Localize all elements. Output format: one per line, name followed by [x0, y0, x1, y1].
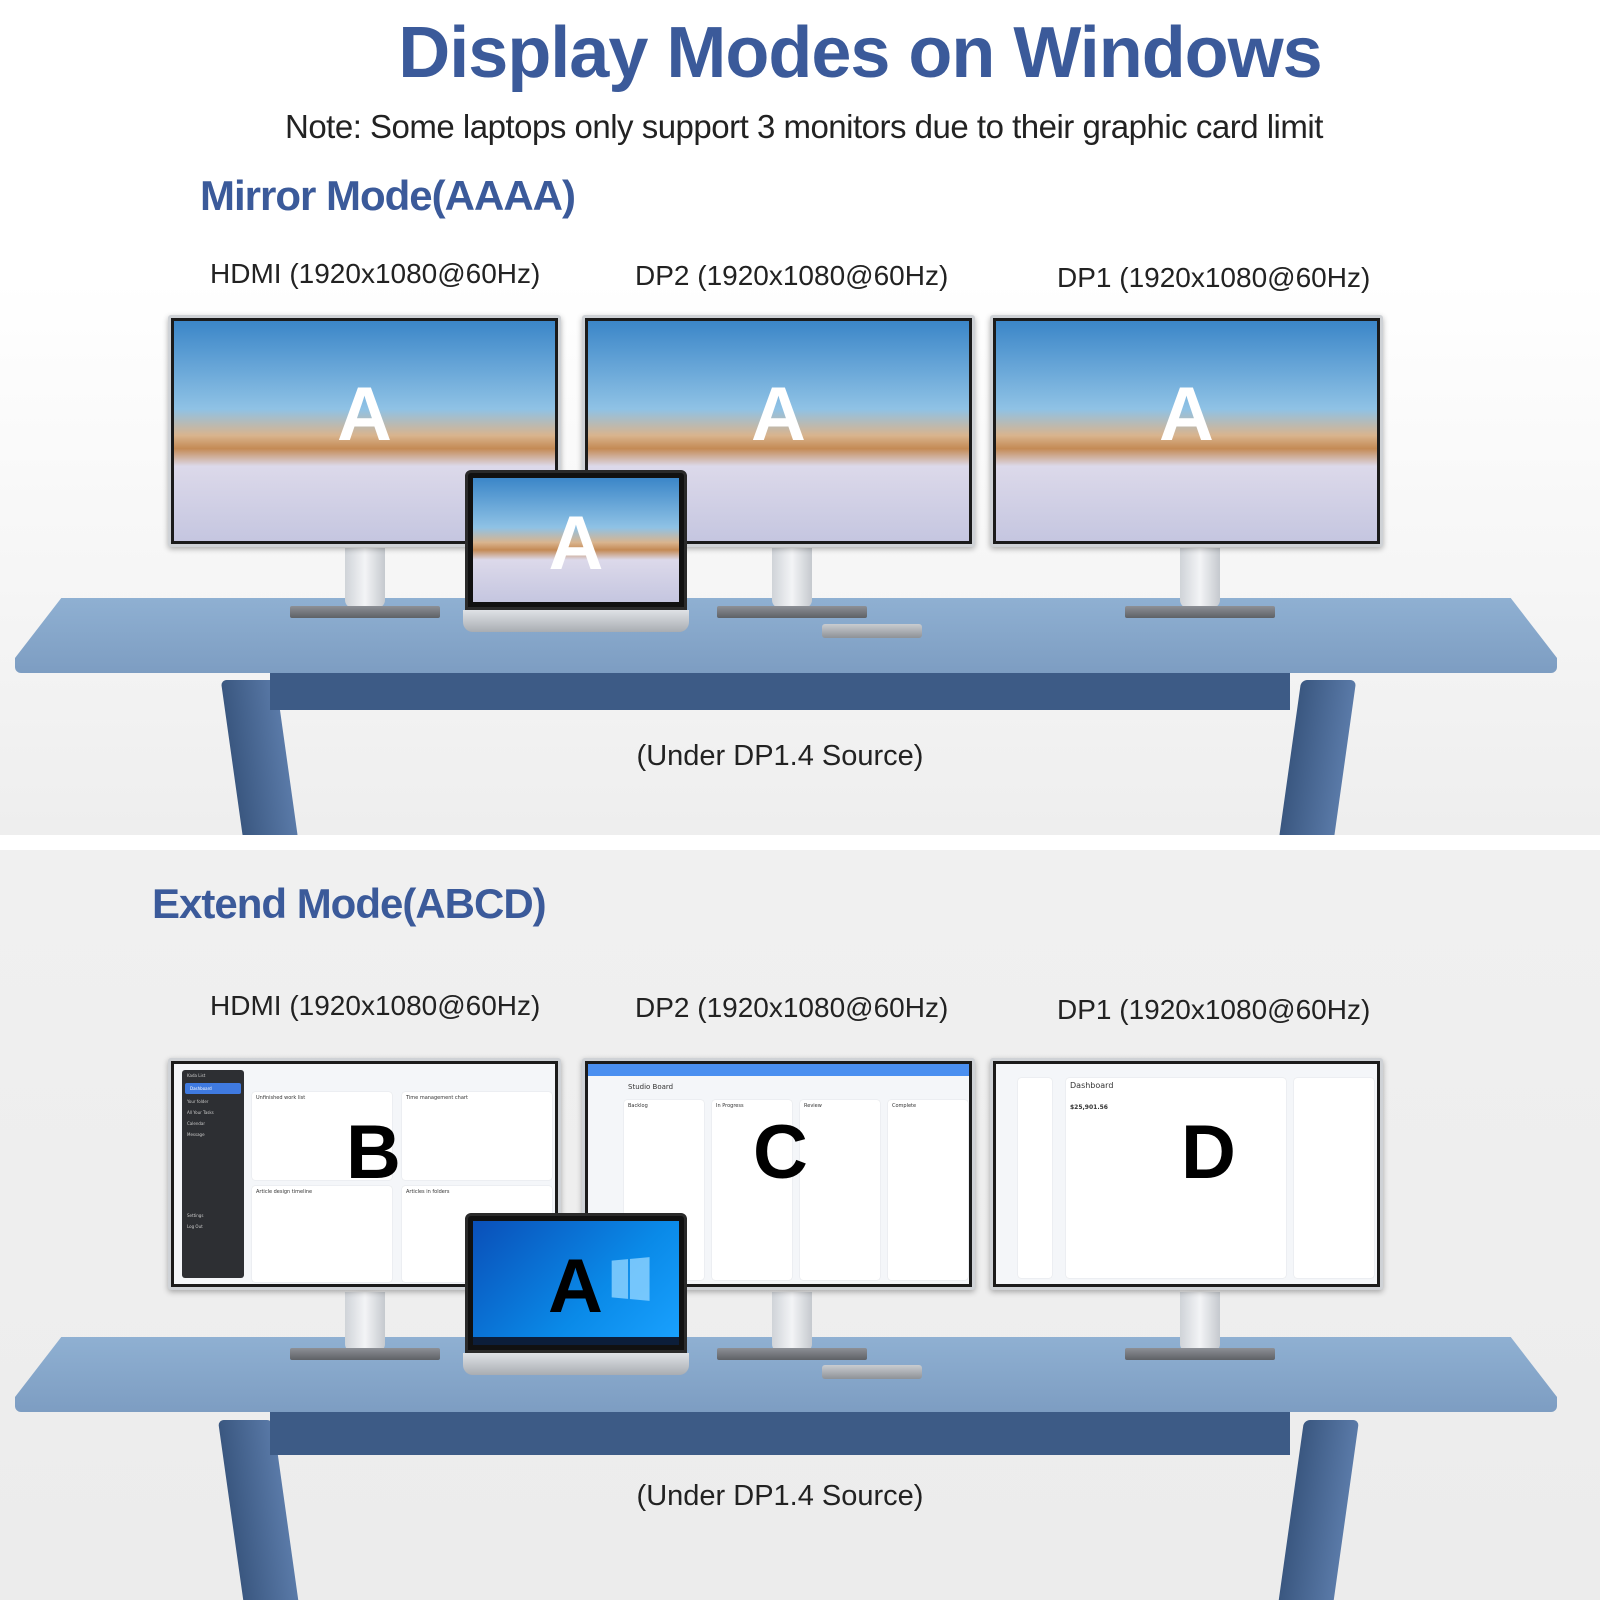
mirror-mode-heading: Mirror Mode(AAAA): [200, 172, 576, 219]
note: Note: Some laptops only support 3 monito…: [285, 108, 1323, 145]
board-column: Review: [800, 1100, 880, 1280]
dashboard-title: Dashboard: [1070, 1081, 1114, 1090]
taskbar: [473, 1337, 679, 1345]
app-name: Kada List: [187, 1073, 206, 1078]
nav-item: Settings: [187, 1213, 204, 1218]
monitor-stand: [345, 1292, 385, 1352]
screen-letter: A: [1159, 372, 1214, 457]
laptop-base: [463, 610, 689, 632]
extend-mode-heading: Extend Mode(ABCD): [152, 880, 547, 927]
nav-item: Log Out: [187, 1224, 203, 1229]
board-title: Studio Board: [628, 1083, 674, 1091]
people-panel: [1294, 1078, 1374, 1278]
nav-item: Calendar: [187, 1121, 205, 1126]
port-label-hdmi: HDMI (1920x1080@60Hz): [210, 258, 541, 289]
monitor-base: [1125, 1348, 1275, 1360]
source-note: (Under DP1.4 Source): [636, 1480, 924, 1512]
port-label-dp2: DP2 (1920x1080@60Hz): [635, 260, 949, 291]
monitor-stand: [772, 1292, 812, 1352]
monitor-base: [1125, 606, 1275, 618]
laptop-screen: A: [465, 1213, 687, 1353]
monitor-base: [717, 606, 867, 618]
monitor-base: [290, 1348, 440, 1360]
page-title: Display Modes on Windows: [398, 13, 1322, 93]
screen-letter: A: [751, 372, 806, 457]
nav-item: All Your Tasks: [187, 1110, 214, 1115]
extend-mode-section: Extend Mode(ABCD) HDMI (1920x1080@60Hz) …: [0, 850, 1600, 1600]
screen-letter: A: [548, 501, 604, 586]
card: Time management chart: [402, 1092, 552, 1180]
app-header: [588, 1064, 969, 1076]
app-sidebar: Kada List Dashboard Your folder All Your…: [182, 1070, 244, 1278]
desk-frame: [270, 1410, 1290, 1455]
screen-letter: A: [337, 372, 392, 457]
laptop-base: [463, 1353, 689, 1375]
board-column: In Progress: [712, 1100, 792, 1280]
monitor-stand: [1180, 548, 1220, 608]
dashboard-amount: $25,901.56: [1070, 1104, 1108, 1111]
app-sidebar: [1018, 1078, 1052, 1278]
usb-hub: [822, 624, 922, 638]
port-label-dp1: DP1 (1920x1080@60Hz): [1057, 262, 1371, 293]
mirror-mode-section: Display Modes on Windows Note: Some lapt…: [0, 0, 1600, 835]
card: Unfinished work list: [252, 1092, 392, 1180]
usb-hub: [822, 1365, 922, 1379]
port-label-dp1: DP1 (1920x1080@60Hz): [1057, 994, 1371, 1025]
windows-logo-icon: [611, 1257, 650, 1301]
nav-item: Message: [187, 1132, 205, 1137]
nav-item: Dashboard: [185, 1083, 241, 1094]
screen-letter: B: [346, 1110, 401, 1195]
monitor-base: [290, 606, 440, 618]
card: Article design timeline: [252, 1186, 392, 1282]
laptop-screen: A: [465, 470, 687, 610]
screen-letter: A: [548, 1244, 603, 1329]
port-label-dp2: DP2 (1920x1080@60Hz): [635, 992, 949, 1023]
monitor-stand: [772, 548, 812, 608]
monitor-stand: [1180, 1292, 1220, 1352]
source-note: (Under DP1.4 Source): [636, 740, 924, 772]
monitor-base: [717, 1348, 867, 1360]
screen-letter: C: [753, 1110, 808, 1195]
monitor-dp1: Dashboard $25,901.56 D: [990, 1058, 1383, 1290]
port-label-hdmi: HDMI (1920x1080@60Hz): [210, 990, 541, 1021]
monitor-dp1: A: [990, 315, 1383, 547]
screen-letter: D: [1181, 1110, 1236, 1195]
monitor-stand: [345, 548, 385, 608]
board-column: Complete: [888, 1100, 968, 1280]
nav-item: Your folder: [187, 1099, 209, 1104]
dashboard-panel: Dashboard $25,901.56: [1066, 1078, 1286, 1278]
